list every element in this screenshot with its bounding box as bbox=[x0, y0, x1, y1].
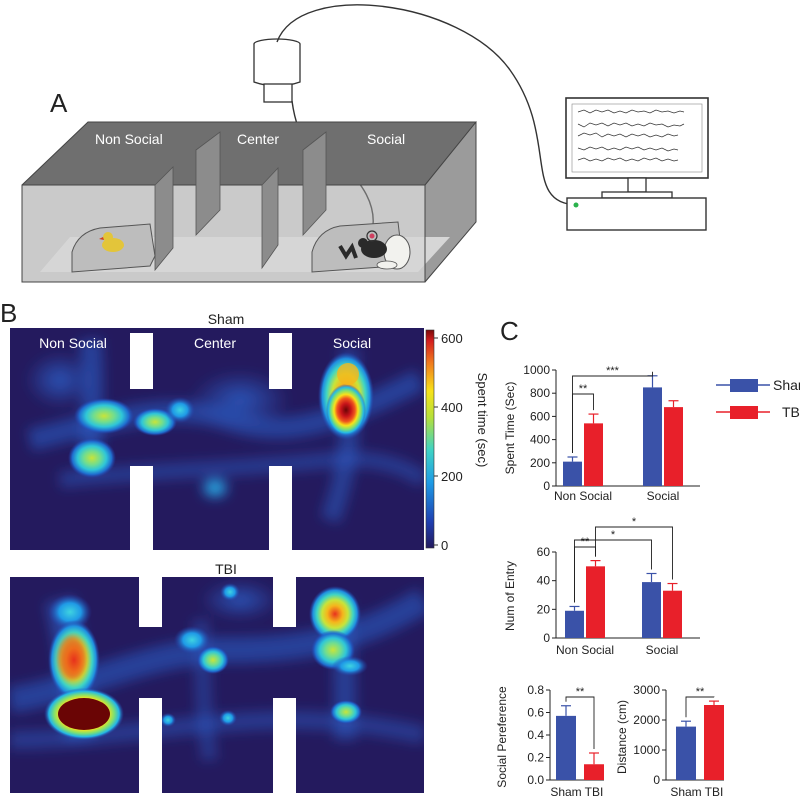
bar bbox=[643, 387, 662, 486]
significance-label: ** bbox=[576, 686, 585, 698]
y-tick-label: 600 bbox=[530, 409, 550, 423]
y-tick-label: 0 bbox=[653, 773, 660, 787]
chamber-label-social: Social bbox=[367, 131, 405, 147]
legend-label-sham: Sham bbox=[773, 377, 800, 393]
legend-swatch-tbi bbox=[730, 406, 758, 419]
y-axis-label: Spent Time (Sec) bbox=[503, 382, 517, 475]
stranger-rat-icon bbox=[376, 234, 411, 270]
colorbar-tick: 400 bbox=[441, 400, 463, 415]
colorbar-label: Spent time (sec) bbox=[475, 373, 490, 468]
x-tick-label: Non Social bbox=[554, 489, 612, 503]
y-axis-label: Social Pereference bbox=[495, 686, 509, 788]
bar bbox=[556, 715, 576, 780]
camera-cable bbox=[276, 4, 581, 206]
x-tick-label: TBI bbox=[705, 785, 724, 799]
x-tick-label: Sham bbox=[550, 785, 581, 799]
bar bbox=[704, 705, 724, 780]
y-tick-label: 0 bbox=[543, 631, 550, 645]
panel-label-b: B bbox=[0, 298, 17, 328]
bar bbox=[664, 407, 683, 486]
y-tick-label: 0.8 bbox=[527, 683, 544, 697]
heatmap-zone-center: Center bbox=[194, 335, 236, 351]
panel-b: B Sham Non Soci bbox=[0, 298, 490, 793]
significance-label: *** bbox=[606, 365, 620, 377]
y-tick-label: 0.2 bbox=[527, 751, 544, 765]
three-chamber-box bbox=[21, 121, 478, 283]
arena-wall bbox=[139, 577, 162, 627]
significance-label: ** bbox=[696, 686, 705, 698]
x-tick-label: Non Social bbox=[556, 643, 614, 657]
y-tick-label: 800 bbox=[530, 386, 550, 400]
arena-wall bbox=[130, 466, 153, 550]
significance-bracket bbox=[685, 696, 715, 718]
significance-label: * bbox=[611, 529, 616, 541]
y-tick-label: 20 bbox=[537, 602, 551, 616]
y-tick-label: 3000 bbox=[633, 683, 660, 697]
y-axis-label: Distance (cm) bbox=[615, 700, 629, 774]
bar bbox=[565, 610, 584, 638]
panel-label-a: A bbox=[50, 88, 68, 118]
heatmap-zone-non-social: Non Social bbox=[39, 335, 107, 351]
chamber-label-center: Center bbox=[237, 131, 279, 147]
heatmap-zone-social: Social bbox=[333, 335, 371, 351]
y-tick-label: 60 bbox=[537, 545, 551, 559]
heatmap-title-sham: Sham bbox=[208, 311, 245, 327]
bar bbox=[642, 582, 661, 638]
y-tick-label: 200 bbox=[530, 456, 550, 470]
panel-a: A bbox=[21, 4, 709, 283]
colorbar: 600 400 200 0 Spent time (sec) bbox=[425, 329, 490, 553]
bar bbox=[586, 566, 605, 638]
y-tick-label: 1000 bbox=[633, 743, 660, 757]
y-tick-label: 0 bbox=[543, 479, 550, 493]
y-axis-label: Num of Entry bbox=[503, 561, 517, 631]
bar bbox=[663, 590, 682, 638]
heatmap-title-tbi: TBI bbox=[215, 561, 237, 577]
panel-label-c: C bbox=[500, 316, 519, 346]
arena-wall bbox=[139, 698, 162, 793]
significance-bracket bbox=[574, 539, 652, 603]
x-tick-label: TBI bbox=[585, 785, 604, 799]
chart-legend: Sham TBI bbox=[716, 377, 800, 420]
arena-wall bbox=[273, 698, 296, 793]
colorbar-tick: 600 bbox=[441, 331, 463, 346]
heatmap-tbi bbox=[10, 577, 424, 793]
legend-label-tbi: TBI bbox=[782, 404, 800, 420]
y-tick-label: 0.6 bbox=[527, 706, 544, 720]
significance-label: ** bbox=[579, 383, 588, 395]
chamber-label-non-social: Non Social bbox=[95, 131, 163, 147]
y-tick-label: 40 bbox=[537, 574, 551, 588]
significance-bracket bbox=[572, 371, 653, 453]
colorbar-tick: 0 bbox=[441, 538, 448, 553]
y-tick-label: 400 bbox=[530, 433, 550, 447]
test-rat-icon bbox=[338, 230, 387, 260]
duck-icon bbox=[99, 232, 124, 252]
significance-bracket bbox=[565, 696, 595, 749]
y-tick-label: 0.4 bbox=[527, 728, 544, 742]
arena-wall bbox=[269, 333, 292, 389]
bar bbox=[584, 764, 604, 780]
colorbar-tick: 200 bbox=[441, 469, 463, 484]
camera-icon bbox=[253, 38, 301, 103]
computer-icon bbox=[565, 97, 709, 231]
legend-swatch-sham bbox=[730, 379, 758, 392]
heatmap-sham bbox=[10, 328, 424, 550]
significance-label: ** bbox=[581, 536, 590, 548]
y-tick-label: 0.0 bbox=[527, 773, 544, 787]
bar bbox=[563, 461, 582, 486]
arena-wall bbox=[269, 466, 292, 550]
bar bbox=[584, 423, 603, 486]
x-tick-label: Social bbox=[647, 489, 680, 503]
y-tick-label: 2000 bbox=[633, 713, 660, 727]
significance-bracket bbox=[595, 526, 673, 580]
y-tick-label: 1000 bbox=[523, 363, 550, 377]
bar bbox=[676, 726, 696, 780]
x-tick-label: Sham bbox=[670, 785, 701, 799]
significance-label: * bbox=[632, 516, 637, 528]
x-tick-label: Social bbox=[646, 643, 679, 657]
arena-wall bbox=[273, 577, 296, 627]
arena-wall bbox=[130, 333, 153, 389]
